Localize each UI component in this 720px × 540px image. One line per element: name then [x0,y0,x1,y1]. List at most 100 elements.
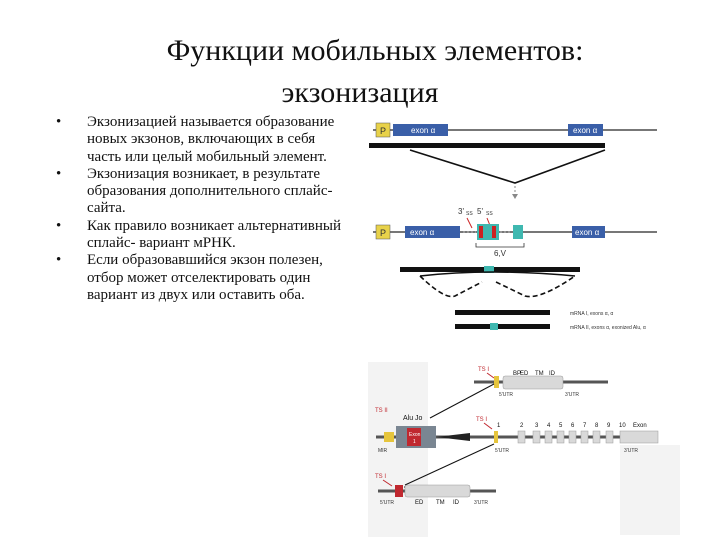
id-label-bottom: ID [453,500,460,506]
bullet-item: • Как правило возникает альтернативный сп… [50,218,350,253]
ts3-label: TS I [476,417,487,423]
top-diagram: P exon α exon α 3' SS 5' SS P exon α 6,V… [369,122,657,331]
bullet-text: Экзонизация возникает, в результате обра… [87,165,333,217]
exon-b-box-2 [572,226,605,238]
exon1-yellow [494,431,498,443]
bullet-text: Как правило возникает альтернативный спл… [87,217,342,252]
ts3-arrow [483,422,493,430]
exon-a-box [393,124,448,136]
exon-num-5: 5 [559,423,563,429]
ss5-mark [492,226,496,238]
ss-small-right: SS [486,211,493,217]
alu-wedge [436,433,470,441]
exon-b-box [568,124,603,136]
bottom-diagram: TS I BP ED TM ID 5'UTR 3'UTR TS II Alu J… [368,362,680,537]
exon-a-box-2 [405,226,460,238]
alu-in-mrna-ii [490,323,498,330]
mir-label: MIR [378,448,388,454]
ghost-background [368,362,428,537]
splice-v-1 [409,149,606,184]
exon-block-3 [532,430,541,444]
exon-block-7 [580,430,589,444]
ss5-label: 5' [477,207,483,216]
ts1-label: TS I [478,367,489,373]
utr3-label-bottom: 3'UTR [474,500,488,506]
top-gray-box [502,375,564,390]
utr5-label-mid: 5'UTR [495,448,509,454]
bottom-gray-box [404,484,471,498]
slide-title: Функции мобильных элементов: экзонизация [0,30,720,114]
mrna-1-bar [455,310,550,315]
promoter-box-2 [375,224,391,240]
bp-label: BP [513,371,521,377]
bullet-text: Если образовавшийся экзон полезен, отбор… [87,252,323,303]
exon-block-4 [544,430,553,444]
exon-block-9 [605,430,614,444]
exon-blocks [517,430,659,444]
bullet-item: • Экзонизация возникает, в результате обр… [50,166,350,218]
exon-a-label: exon α [411,126,436,135]
legend-mrna-1: mRNA I, exons α, α [570,311,613,317]
splice-curve-skip [419,271,576,277]
splice-curve-right [495,275,576,298]
ed-label-bottom: ED [415,500,424,506]
top-yellow-mark [494,376,499,388]
alu-yellow-mark [384,432,394,442]
tm-label-bottom: TM [436,500,445,506]
bullet-item: •Экзонизацией называется образование нов… [50,114,350,166]
utr3-label-mid: 3'UTR [624,448,638,454]
exon-b-label-2: exon α [575,228,600,237]
alu-label: 6,V [494,249,507,258]
ss3-label: 3' [458,207,464,216]
ss-small-left: SS [466,211,473,217]
bullet-dot: • [56,114,62,130]
alu-element-box-2 [513,225,523,239]
exon-block-10 [619,430,659,444]
alu-bracket [475,243,525,248]
legend-mrna-2: mRNA II, exons α, exonized Alu, α [570,325,646,331]
exon-num-8: 8 [595,423,599,429]
title-line-2: экзонизация [281,76,439,109]
exon-word: Exon [633,423,647,429]
title-line-1: Функции мобильных элементов: [166,34,584,67]
utr5-label-bottom: 5'UTR [380,500,394,506]
ts1-arrow-bottom [382,479,393,487]
exon-a-label-2: exon α [410,228,435,237]
ss-arrow-left [466,217,473,229]
exon-num-4: 4 [547,423,551,429]
ss3-mark [479,226,483,238]
ts1-arrow [486,372,495,379]
splice-curve-left [419,275,483,298]
exon-num-9: 9 [607,423,611,429]
exon-block-8 [592,430,601,444]
alu-exon-text: Exon [409,432,421,438]
promoter-label-2: P [380,228,386,238]
exon-numbers: 1 2 3 4 5 6 7 8 9 10 Exon [497,423,647,429]
alu-exon-box [407,428,421,446]
exon-b-label: exon α [573,126,598,135]
bullet-dot: • [56,252,62,269]
ghost-background-2 [620,445,680,535]
utr5-label-top: 5'UTR [499,392,513,398]
mrna-2-bar [455,324,550,329]
connector-2 [404,443,495,486]
exon-num-10: 10 [619,423,626,429]
bullet-dot: • [56,165,62,182]
exon-num-1: 1 [497,423,501,429]
connector-1 [429,383,495,419]
ts2-label: TS II [375,408,388,414]
bullet-list: •Экзонизацией называется образование нов… [50,114,350,304]
mrna-bar-1 [369,143,605,148]
ts1-label-bottom: TS I [375,474,386,480]
bullet-dot: • [56,217,62,234]
exon-block-5 [556,430,565,444]
promoter-box [375,122,391,138]
tm-label-top: TM [535,371,544,377]
alu-jo-label: Alu Jo [403,415,423,422]
alu-in-mrna-2 [484,266,494,273]
id-label-top: ID [549,371,556,377]
alu-exon-number: 1 [413,439,416,445]
exon-num-3: 3 [535,423,539,429]
arrow-down-icon [512,194,518,199]
